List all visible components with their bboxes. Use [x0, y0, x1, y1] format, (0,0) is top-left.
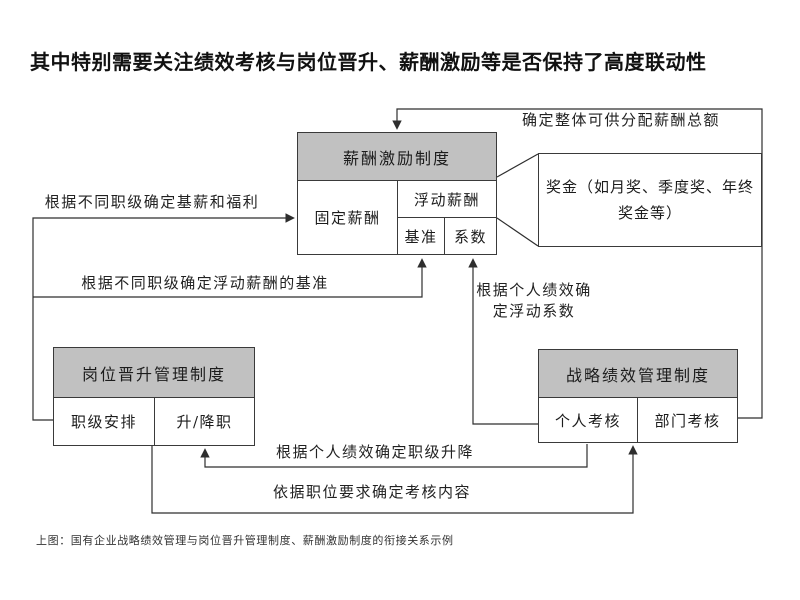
variable-pay-cell: 浮动薪酬 [398, 181, 496, 218]
personal-assessment-cell: 个人考核 [539, 398, 638, 442]
promotion-system-box: 岗位晋升管理制度 职级安排 升/降职 [53, 347, 255, 446]
label-total-pool: 确定整体可供分配薪酬总额 [521, 111, 721, 129]
label-base-welfare: 根据不同职级确定基薪和福利 [44, 193, 260, 211]
page-title: 其中特别需要关注绩效考核与岗位晋升、薪酬激励等是否保持了高度联动性 [30, 50, 707, 74]
edge-funnel-top [496, 153, 539, 178]
label-variable-base: 根据不同职级确定浮动薪酬的基准 [81, 274, 329, 292]
department-assessment-cell: 部门考核 [654, 411, 721, 430]
figure-caption: 上图：国有企业战略绩效管理与岗位晋升管理制度、薪酬激励制度的衔接关系示例 [36, 534, 454, 547]
promotion-system-header: 岗位晋升管理制度 [54, 348, 254, 398]
rank-arrangement-cell: 职级安排 [54, 398, 155, 445]
base-cell: 基准 [398, 218, 445, 254]
edge-funnel-bottom [496, 217, 539, 247]
label-rank-updown: 根据个人绩效确定职级升降 [275, 443, 475, 461]
promote-demote-cell: 升/降职 [176, 413, 233, 431]
compensation-system-header: 薪酬激励制度 [298, 133, 496, 181]
fixed-pay-cell: 固定薪酬 [298, 181, 398, 254]
performance-system-header: 战略绩效管理制度 [539, 350, 737, 398]
performance-system-box: 战略绩效管理制度 个人考核 部门考核 [538, 349, 738, 443]
compensation-system-box: 薪酬激励制度 固定薪酬 浮动薪酬 基准 系数 [297, 132, 497, 255]
coefficient-cell: 系数 [453, 227, 487, 246]
label-assessment-content: 依据职位要求确定考核内容 [272, 483, 472, 501]
label-personal-coefficient: 根据个人绩效确定浮动系数 [476, 281, 592, 320]
bonus-box: 奖金（如月奖、季度奖、年终奖金等） [538, 153, 762, 247]
